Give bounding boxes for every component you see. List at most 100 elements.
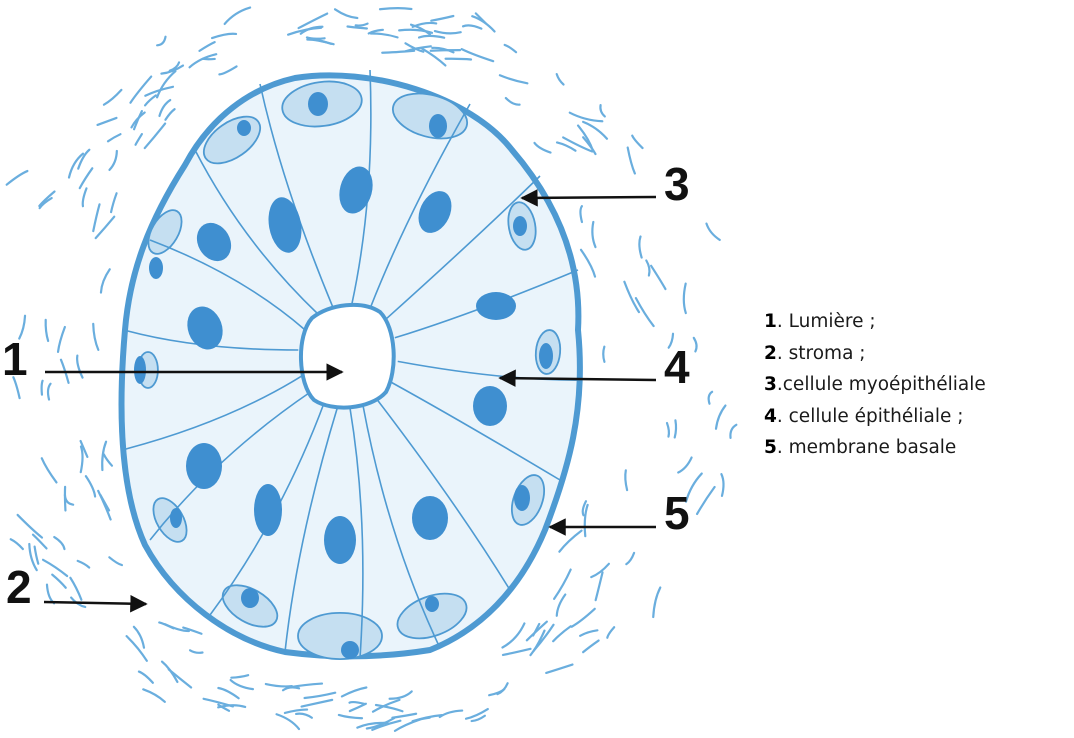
stroma-fiber — [607, 627, 614, 638]
acinus-diagram: 1 2 3 4 5 — [0, 0, 760, 738]
stroma-fiber — [431, 16, 453, 21]
stroma-fiber — [592, 222, 595, 247]
legend-item: 2. stroma ; — [764, 338, 1074, 370]
stroma-fiber — [42, 458, 57, 482]
legend-text: stroma ; — [789, 343, 866, 364]
stroma-fiber — [553, 626, 571, 641]
stroma-fiber — [283, 687, 299, 690]
stroma-fiber — [101, 495, 110, 510]
legend-item: 3.cellule myoépithéliale — [764, 369, 1074, 401]
stroma-fiber — [651, 266, 665, 289]
callout-3: 3 — [664, 158, 690, 210]
stroma-fiber — [463, 25, 481, 28]
stroma-fiber — [632, 136, 642, 148]
stroma-fiber — [296, 714, 312, 718]
stroma-fiber — [130, 77, 151, 103]
legend-item: 5. membrane basale — [764, 432, 1074, 464]
stroma-fiber — [572, 609, 595, 627]
stroma-fiber — [266, 684, 292, 686]
nucleus — [514, 485, 530, 511]
nucleus — [324, 516, 356, 564]
stroma-fiber — [70, 578, 81, 600]
stroma-fiber — [419, 36, 444, 38]
legend-number: 3 — [764, 374, 777, 395]
stroma-fiber — [212, 34, 236, 38]
nucleus — [254, 484, 282, 536]
stroma-fiber — [497, 683, 507, 694]
stroma-fiber — [277, 714, 299, 729]
stroma-fiber — [603, 347, 604, 362]
nucleus — [241, 588, 259, 608]
stroma-fiber — [302, 700, 333, 707]
stroma-fiber — [219, 66, 236, 74]
stroma-fiber — [305, 693, 336, 698]
stroma-fiber — [190, 650, 202, 653]
stroma-fiber — [721, 474, 723, 496]
stroma-fiber — [559, 531, 581, 552]
stroma-fiber — [382, 51, 414, 53]
stroma-fiber — [93, 204, 99, 231]
stroma-fiber — [503, 649, 531, 655]
stroma-fiber — [157, 71, 175, 97]
stroma-fiber — [143, 689, 165, 701]
stroma-fiber — [600, 105, 604, 116]
legend-number: 5 — [764, 437, 777, 458]
legend-text: cellule myoépithéliale — [783, 374, 986, 395]
stroma-fiber — [596, 572, 603, 600]
stroma-fiber — [77, 356, 82, 378]
stroma-fiber — [101, 269, 110, 292]
stroma-fiber — [348, 27, 367, 29]
stroma-fiber — [350, 702, 365, 704]
stroma-fiber — [581, 250, 595, 277]
arrow-2 — [44, 602, 146, 604]
legend-item: 1. Lumière ; — [764, 306, 1074, 338]
stroma-fiber — [78, 561, 90, 568]
stroma-fiber — [81, 447, 83, 473]
nucleus — [341, 641, 359, 659]
legend-separator: . — [777, 311, 789, 332]
stroma-fiber — [350, 704, 366, 711]
myoepithelial-cell — [298, 613, 382, 659]
legend-separator: . — [777, 437, 789, 458]
stroma-fiber — [231, 680, 253, 689]
stroma-fiber — [709, 392, 712, 404]
stroma-fiber — [335, 9, 357, 18]
stroma-fiber — [583, 641, 598, 653]
legend: 1. Lumière ; 2. stroma ; 3.cellule myoép… — [764, 306, 1074, 476]
legend-text: membrane basale — [789, 437, 957, 458]
stroma-fiber — [96, 217, 115, 238]
stroma-fiber — [580, 630, 597, 636]
stroma-fiber — [706, 224, 719, 240]
stroma-fiber — [472, 16, 494, 31]
stroma-fiber — [190, 54, 217, 67]
stroma-fiber — [624, 282, 639, 312]
legend-separator: . — [777, 406, 789, 427]
stroma-fiber — [225, 8, 250, 24]
stroma-fiber — [716, 406, 725, 429]
stroma-fiber — [653, 588, 660, 618]
stroma-fiber — [697, 487, 715, 514]
nucleus — [134, 356, 146, 384]
stroma-fiber — [342, 687, 366, 696]
stroma-fiber — [625, 470, 627, 490]
legend-separator: . — [777, 343, 789, 364]
stroma-fiber — [431, 50, 460, 51]
nucleus — [186, 443, 222, 489]
arrow-3 — [522, 197, 656, 198]
stroma-fiber — [678, 458, 691, 473]
stroma-fiber — [98, 118, 117, 125]
stroma-fiber — [104, 90, 121, 105]
stroma-fiber — [47, 585, 54, 604]
nucleus — [425, 596, 439, 612]
nucleus — [473, 386, 507, 426]
stroma-fiber — [684, 284, 686, 313]
nucleus — [412, 496, 448, 540]
stroma-fiber — [111, 193, 116, 212]
stroma-fiber — [413, 23, 437, 27]
stroma-fiber — [285, 710, 307, 713]
stroma-fiber — [136, 134, 142, 145]
nucleus — [149, 257, 163, 279]
stroma-fiber — [7, 171, 28, 185]
stroma-fiber — [165, 109, 174, 120]
stroma-fiber — [557, 74, 564, 84]
